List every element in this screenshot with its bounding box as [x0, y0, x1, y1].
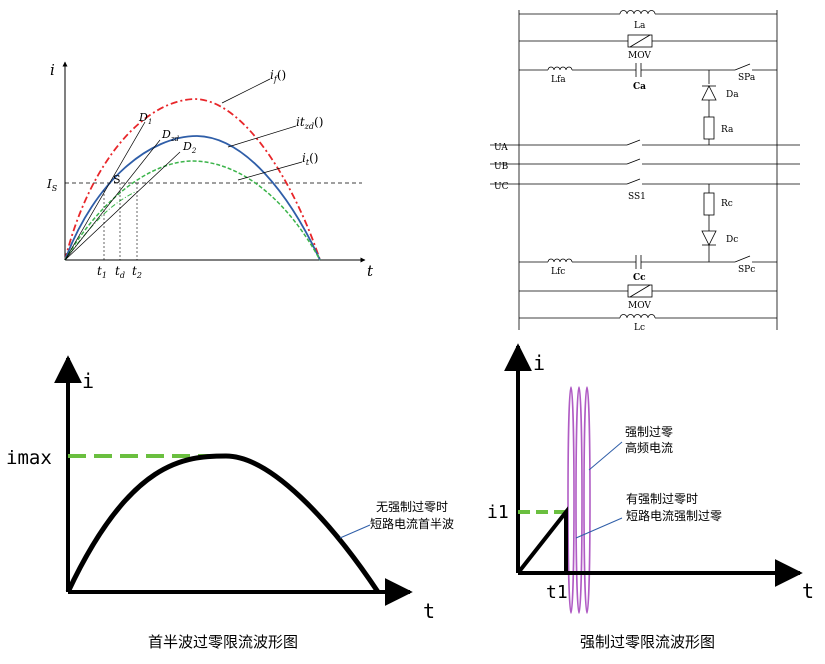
tr-label-lfc: Lfc — [551, 267, 565, 277]
tr-label-mov-bottom: MOV — [628, 301, 651, 311]
tr-switch-ss1 — [626, 178, 641, 185]
bl-annotation-line1: 无强制过零时 — [376, 500, 448, 514]
tl-y-axis-label: i — [50, 61, 55, 79]
tr-label-cc: Cc — [633, 273, 646, 283]
tr-resistor-ra — [703, 116, 715, 140]
tl-d1-label: D1 — [138, 111, 152, 126]
tl-tick-td: td — [115, 264, 125, 280]
br-hf-line2: 高频电流 — [625, 440, 673, 455]
tl-dzd-label: Dzd — [161, 128, 180, 143]
tr-resistor-rc — [703, 192, 715, 216]
tl-if-label: if() — [270, 68, 286, 84]
br-x-axis-label: t — [802, 579, 814, 603]
bl-annotation-line2: 短路电流首半波 — [370, 516, 454, 531]
tl-s-point-label: S — [113, 173, 121, 186]
tl-if-leader — [221, 78, 271, 104]
br-fz-line2: 短路电流强制过零 — [626, 508, 722, 523]
tr-label-lfa: Lfa — [551, 75, 566, 85]
tr-label-ss1: SS1 — [628, 192, 646, 202]
br-i1-label: i1 — [487, 502, 509, 523]
tl-slope-d1 — [64, 121, 146, 261]
tr-label-mov-top: MOV — [628, 51, 651, 61]
tr-label-spa: SPa — [738, 73, 756, 83]
bl-imax-label: imax — [6, 447, 52, 469]
tr-label-la: La — [634, 21, 646, 31]
br-current-curve — [516, 506, 568, 575]
bl-current-curve — [65, 453, 381, 594]
br-fz-line1: 有强制过零时 — [626, 492, 698, 506]
tr-label-da: Da — [726, 90, 739, 100]
tr-label-ra: Ra — [721, 125, 734, 135]
tl-slope-dzd — [64, 139, 161, 261]
tl-tick-t1: t1 — [97, 264, 107, 280]
br-y-axis-label: i — [533, 351, 545, 375]
tl-limited-current-curve — [64, 135, 321, 261]
bl-y-axis-label: i — [82, 369, 94, 393]
tr-label-ub: UB — [494, 162, 509, 172]
panel-tl-current-waveforms: i t IS D1 Dzd D2 S t1 td t2 if() itzd() … — [46, 61, 374, 280]
tr-diode-da — [701, 85, 717, 101]
panel-bl-first-half-wave: i t imax 无强制过零时 短路电流首半波 首半波过零限流波形图 — [6, 355, 454, 651]
tl-tick-t2: t2 — [132, 264, 142, 280]
panel-br-forced-zero: i t i1 t1 强制过零 高频电流 有强制过零时 短路电流强制过零 强制过零… — [487, 343, 814, 651]
tr-label-ua: UA — [494, 143, 508, 153]
br-hf-line1: 强制过零 — [625, 425, 673, 439]
bl-caption: 首半波过零限流波形图 — [148, 633, 298, 651]
tr-diode-dc — [701, 230, 717, 246]
tr-label-ca: Ca — [633, 82, 646, 92]
tl-it-leader — [237, 161, 303, 181]
tr-inductor-lfc — [547, 258, 573, 263]
tr-label-uc: UC — [494, 182, 509, 192]
br-hf-current — [567, 386, 591, 614]
br-t1-label: t1 — [546, 582, 568, 603]
tr-label-rc: Rc — [721, 199, 733, 209]
tl-low-current-curve — [64, 160, 321, 261]
tr-switch-spc — [734, 255, 751, 263]
tl-slope-d2 — [64, 151, 181, 261]
bl-x-axis-label: t — [423, 599, 435, 623]
tr-label-dc: Dc — [726, 235, 738, 245]
br-hf-leader — [588, 441, 623, 471]
panel-tr-labels: La MOV Lfa Ca SPa Da Ra UA UB UC SS1 Rc … — [494, 21, 756, 333]
tl-itzd-label: itzd() — [296, 115, 323, 131]
tl-is-label: IS — [46, 177, 58, 193]
br-fz-leader — [575, 517, 623, 539]
tl-x-axis-label: t — [367, 262, 374, 280]
tl-d2-label: D2 — [182, 140, 197, 155]
tl-prospective-current-curve — [64, 98, 321, 261]
tl-itzd-leader — [227, 125, 297, 148]
bl-annotation-leader — [339, 524, 371, 539]
tr-label-spc: SPc — [738, 265, 755, 275]
tr-switch-spa — [734, 63, 751, 71]
tl-it-label: it() — [302, 151, 318, 167]
br-caption: 强制过零限流波形图 — [580, 633, 715, 651]
panel-tr-circuit — [490, 10, 800, 330]
tr-label-lc: Lc — [634, 323, 645, 333]
tr-inductor-lc — [619, 314, 656, 319]
tr-inductor-la — [619, 10, 656, 15]
tr-inductor-lfa — [547, 66, 573, 71]
